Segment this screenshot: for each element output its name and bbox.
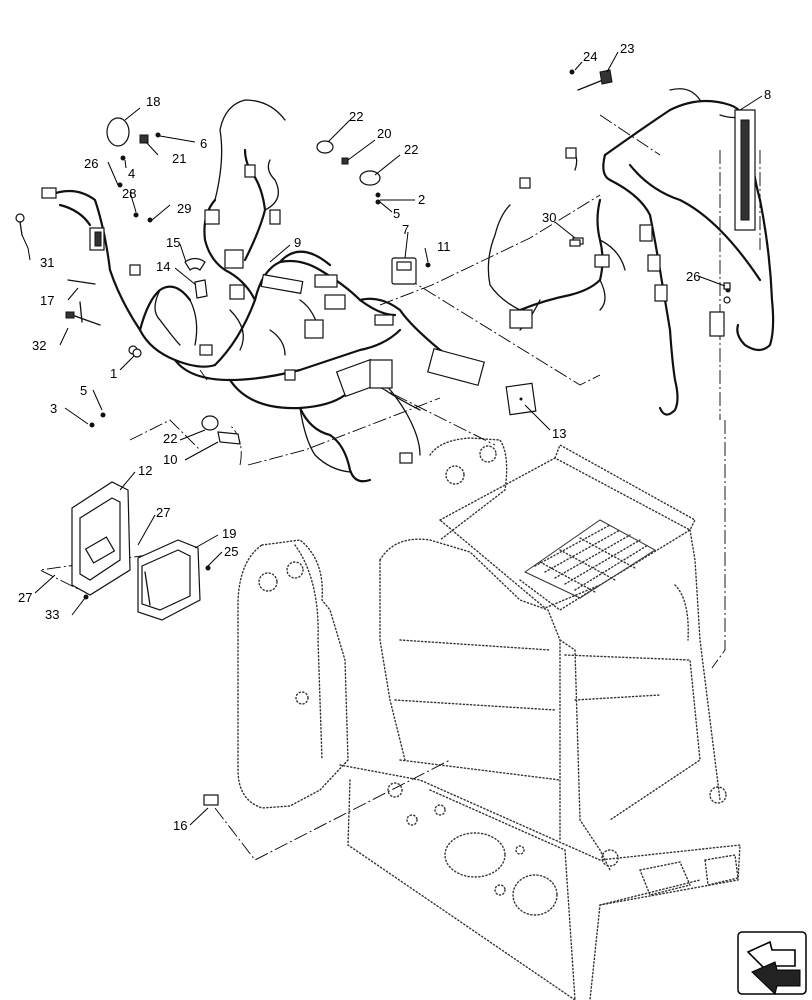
callout-22: 22	[349, 109, 363, 124]
machine-frame	[237, 437, 741, 1000]
callout-5: 5	[393, 206, 400, 221]
callout-23: 23	[620, 41, 634, 56]
callout-4: 4	[128, 166, 135, 181]
callout-19: 19	[222, 526, 236, 541]
callout-6: 6	[200, 136, 207, 151]
callout-8: 8	[764, 87, 771, 102]
roof-vent-grid	[524, 519, 656, 599]
callout-27: 27	[18, 590, 32, 605]
callout-2: 2	[418, 192, 425, 207]
callout-25: 25	[224, 544, 238, 559]
callout-28: 28	[122, 186, 136, 201]
leader-lines	[21, 51, 763, 826]
callout-12: 12	[138, 463, 152, 478]
loose-parts	[65, 69, 731, 806]
callout-3: 3	[50, 401, 57, 416]
callout-24: 24	[583, 49, 597, 64]
view-orientation-arrow-icon	[737, 931, 807, 995]
callout-5: 5	[80, 383, 87, 398]
callout-15: 15	[166, 235, 180, 250]
connection-lines	[38, 114, 761, 861]
callout-27: 27	[156, 505, 170, 520]
callout-labels: 18 6 21 26 4 28 29 31 15 14 17 32 1 5 3 …	[18, 41, 771, 833]
callout-11: 11	[437, 239, 451, 254]
callout-22: 22	[163, 431, 177, 446]
callout-1: 1	[110, 366, 117, 381]
callout-26: 26	[686, 269, 700, 284]
callout-9: 9	[294, 235, 301, 250]
callout-18: 18	[146, 94, 160, 109]
callout-14: 14	[156, 259, 170, 274]
callout-22: 22	[404, 142, 418, 157]
callout-30: 30	[542, 210, 556, 225]
callout-10: 10	[163, 452, 177, 467]
grommet-18	[106, 117, 130, 147]
main-wiring-harness	[15, 99, 485, 483]
callout-20: 20	[377, 126, 391, 141]
callout-16: 16	[173, 818, 187, 833]
callout-17: 17	[40, 293, 54, 308]
callout-31: 31	[40, 255, 54, 270]
callout-13: 13	[552, 426, 566, 441]
callout-29: 29	[177, 201, 191, 216]
cab-wiring-harness	[487, 88, 775, 416]
callout-33: 33	[45, 607, 59, 622]
callout-7: 7	[402, 222, 409, 237]
callout-26: 26	[84, 156, 98, 171]
callout-21: 21	[172, 151, 186, 166]
callout-32: 32	[32, 338, 46, 353]
